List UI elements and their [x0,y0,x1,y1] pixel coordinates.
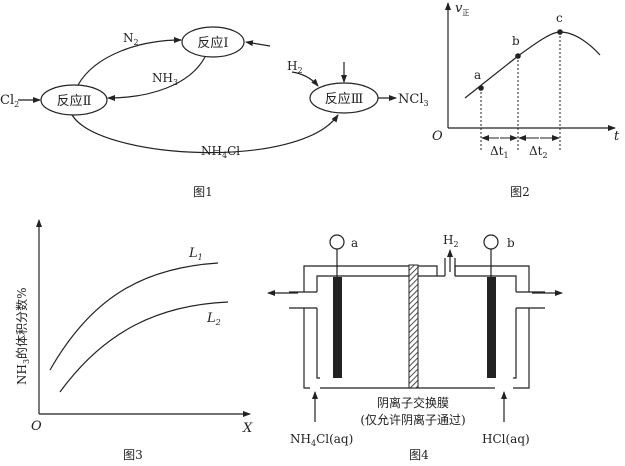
fig4-anion-membrane [408,264,419,389]
node-reaction-III-label: 反应Ⅲ [325,91,364,107]
arrow-nh3-I-to-II [107,56,206,101]
fig4-h2-label: H2 [443,233,459,249]
arrow-n2-II-to-I [77,37,182,86]
fig2-origin: O [432,129,443,144]
fig4-inner-bottom [316,308,517,379]
fig4-membrane-label-2: (仅允许阴离子通过) [360,412,465,427]
fig4-electrode-right [487,277,496,378]
fig2-y-label: v正 [455,1,469,17]
label-h2: H2 [287,59,303,75]
fig3-curve-L1 [49,262,219,371]
node-reaction-I-label: 反应Ⅰ [197,35,228,51]
fig4-electrode-left [333,277,342,378]
figure-4-caption: 图4 [409,448,429,462]
figure-1-caption: 图1 [193,185,213,199]
label-nh3: NH3 [152,71,178,87]
fig4-membrane-label-1: 阴离子交换膜 [377,395,449,410]
figure-2-caption: 图2 [510,185,530,199]
figure-3-caption: 图3 [123,448,143,462]
fig4-inner-top [316,275,517,292]
fig3-y-label: NH3的体积分数% [14,288,31,385]
fig4-outer-wall [303,265,530,389]
input-cl2-label: Cl2 [0,93,19,109]
fig4-gauge-b [483,234,499,250]
fig3-curve-L2 [59,301,229,393]
node-reaction-I [181,26,245,58]
fig2-label-a: a [474,68,481,82]
node-reaction-II-label: 反应Ⅱ [57,93,92,109]
fig4-gauge-b-label: b [507,236,515,250]
arrow-nh4cl-II-to-III [71,114,339,154]
fig3-label-L2: L2 [206,311,221,327]
fig2-dt1-label: Δt1 [490,144,509,160]
arrow-h2-into-III [291,71,319,87]
label-nh4cl: NH4Cl [201,144,240,160]
fig3-x-label: X [242,421,253,436]
fig2-x-label: t [614,129,620,144]
fig4-inlet-right-label: HCl(aq) [482,432,530,446]
fig2-label-b: b [512,34,520,48]
figure-2-rate-curve: v正 O t a b c Δt1 Δt2 图2 [432,1,620,199]
fig4-gauge-a [329,234,345,250]
fig3-origin: O [31,419,42,434]
fig3-label-L1: L1 [188,246,203,262]
fig4-gauge-a-label: a [351,236,358,250]
fig2-dt2-label: Δt2 [529,144,548,160]
fig2-label-c: c [556,11,563,25]
figure-1-reaction-cycle: 反应Ⅰ 反应Ⅱ 反应Ⅲ Cl2 N2 NH3 H2 NCl3 NH4Cl 图1 [0,26,429,199]
figure-4-electrolysis-cell: H2 a b NH4Cl(aq) HCl(aq) 阴离子交换膜 (仅允许阴离子通… [267,233,563,462]
output-ncl3-label: NCl3 [398,92,429,108]
fig4-inlet-left-label: NH4Cl(aq) [290,432,353,448]
label-n2: N2 [123,31,139,47]
fig2-rate-curve-line [464,31,601,99]
figure-3-volume-fraction: O X NH3的体积分数% L1 L2 图3 [14,219,253,462]
arrow-into-I [245,40,271,47]
node-reaction-II [40,84,108,116]
